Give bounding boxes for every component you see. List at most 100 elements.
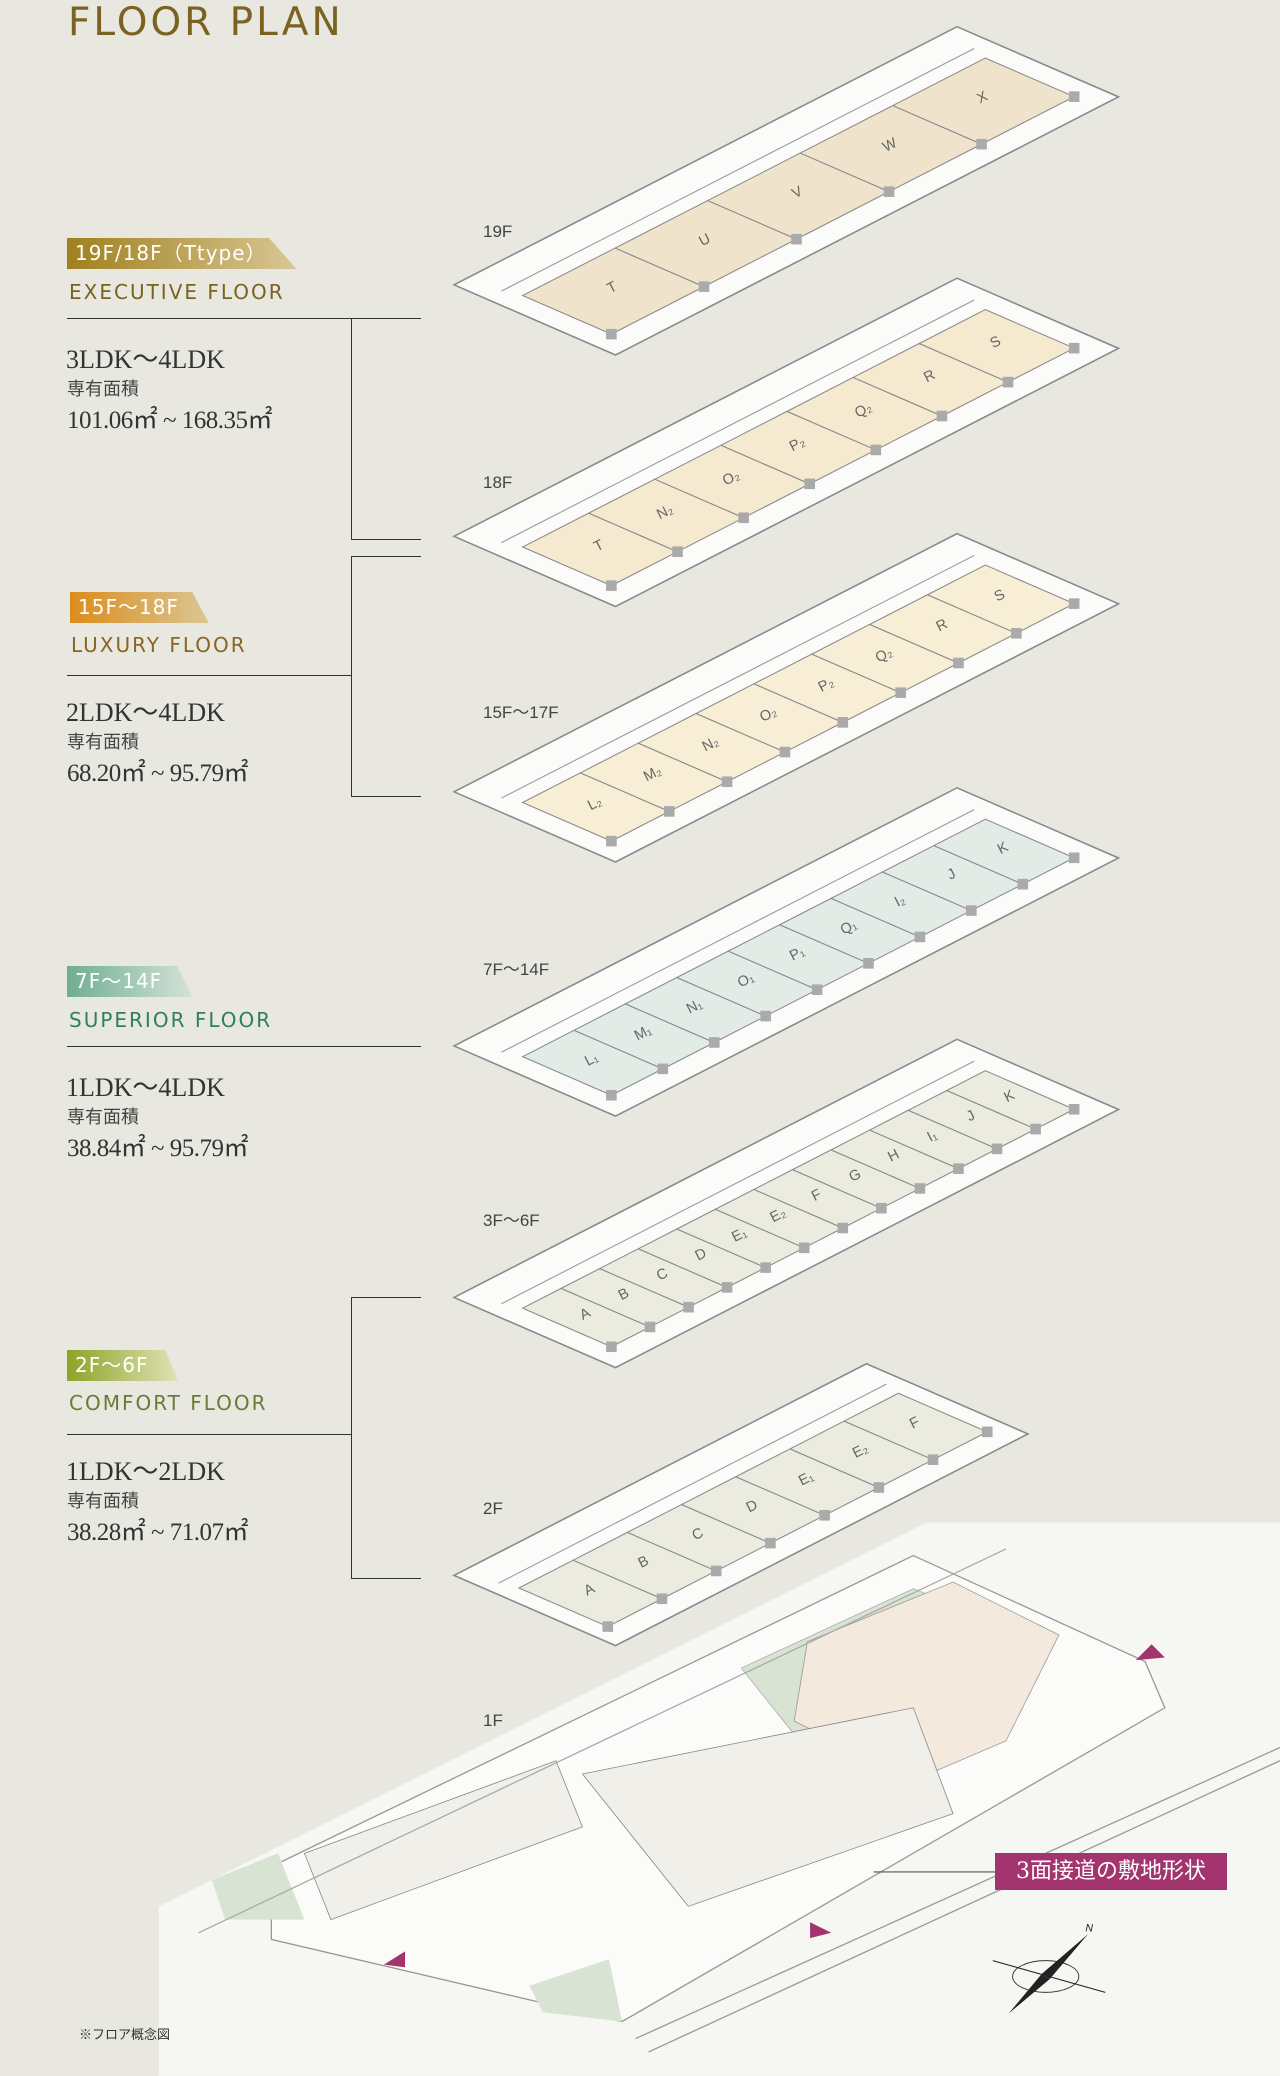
layout-superior: 1LDK〜4LDK [66, 1073, 225, 1102]
unit-label: O₂ [720, 467, 742, 489]
corridor-line [501, 1060, 975, 1305]
column [1030, 1123, 1041, 1135]
column [811, 984, 823, 996]
column [876, 1202, 887, 1214]
floor-name-15f-17f: 15F〜17F [483, 703, 559, 722]
floor-name-3f-6f: 3F〜6F [483, 1211, 540, 1230]
floor-name-18f: 18F [483, 473, 513, 492]
corridor-line [501, 554, 975, 799]
area-label-superior: 専有面積 [67, 1107, 139, 1128]
bracket [351, 556, 352, 796]
label-executive-floor: EXECUTIVE FLOOR [69, 280, 285, 304]
unit-label: Q₂ [873, 644, 895, 666]
column [606, 1089, 617, 1101]
column [981, 1426, 993, 1438]
layout-luxury: 2LDK〜4LDK [66, 698, 225, 727]
badge-executive: 19F/18F（Ttype） [67, 238, 297, 269]
unit-label: E₂ [768, 1205, 789, 1226]
column [966, 905, 977, 916]
ground-floor-site [158, 1522, 1280, 2076]
column [656, 1593, 668, 1605]
column [721, 776, 733, 788]
floor-name-2f: 2F [483, 1499, 503, 1518]
svg-text:N: N [1085, 1922, 1093, 1934]
unit-label: P₂ [816, 674, 837, 695]
unit-label: P₂ [787, 434, 808, 455]
area-comfort: 38.28㎡ ~ 71.07㎡ [67, 1519, 249, 1546]
column [991, 1143, 1003, 1155]
unit-label: P₁ [787, 944, 807, 965]
page-title: FLOOR PLAN [68, 0, 344, 45]
column [798, 1242, 810, 1254]
column [760, 1010, 771, 1022]
area-label-luxury: 専有面積 [67, 732, 139, 753]
area-executive: 101.06㎡ ~ 168.35㎡ [67, 407, 273, 434]
entrance-arrow [810, 1922, 832, 1939]
label-superior-floor: SUPERIOR FLOOR [69, 1008, 273, 1032]
area-luxury: 68.20㎡ ~ 95.79㎡ [67, 760, 249, 787]
column [765, 1537, 776, 1549]
column [1011, 628, 1022, 639]
column [914, 931, 926, 943]
layout-comfort: 1LDK〜2LDK [66, 1457, 225, 1486]
column [738, 512, 749, 524]
unit-label: Q₁ [838, 917, 860, 939]
column [791, 233, 802, 245]
badge-luxury: 15F〜18F [70, 592, 209, 623]
unit-label: E₁ [796, 1468, 816, 1489]
column [883, 186, 895, 197]
column [606, 580, 617, 591]
badge-comfort: 2F〜6F [67, 1350, 179, 1381]
column [873, 1482, 885, 1493]
divider [67, 1434, 352, 1435]
column [1068, 852, 1080, 864]
corridor-line [501, 299, 975, 544]
column [837, 717, 849, 728]
corridor-line [501, 48, 975, 292]
divider [67, 318, 421, 319]
bracket [351, 796, 421, 797]
column [657, 1063, 669, 1075]
column [606, 328, 617, 340]
site-callout: 3面接道の敷地形状 [995, 1853, 1227, 1890]
column [1068, 598, 1080, 609]
column [914, 1183, 926, 1194]
divider [67, 1046, 421, 1047]
column [870, 444, 882, 456]
unit-label: W [880, 135, 900, 156]
column [698, 281, 710, 292]
column [927, 1454, 939, 1465]
bracket [351, 1297, 352, 1578]
column [1017, 878, 1029, 890]
bracket [351, 1578, 421, 1579]
layout-executive: 3LDK〜4LDK [66, 345, 225, 374]
column [953, 1163, 964, 1174]
unit-label: L₂ [585, 794, 605, 814]
unit-label: N₁ [684, 996, 705, 1017]
column [976, 138, 987, 150]
floor-name-1f: 1F [483, 1711, 503, 1730]
column [837, 1222, 849, 1234]
area-label-executive: 専有面積 [67, 379, 139, 400]
bracket [351, 556, 421, 557]
column [602, 1621, 614, 1632]
column [1068, 1103, 1080, 1115]
unit-label: Q₂ [852, 399, 874, 421]
column [953, 657, 964, 669]
corridor-line [501, 809, 975, 1053]
column [1068, 342, 1080, 354]
divider [67, 675, 352, 676]
column [672, 546, 683, 558]
label-luxury-floor: LUXURY FLOOR [71, 633, 247, 657]
column [644, 1321, 656, 1333]
column [779, 746, 791, 758]
column [819, 1510, 830, 1521]
column [721, 1282, 733, 1293]
column [710, 1565, 722, 1577]
column [1002, 376, 1014, 388]
